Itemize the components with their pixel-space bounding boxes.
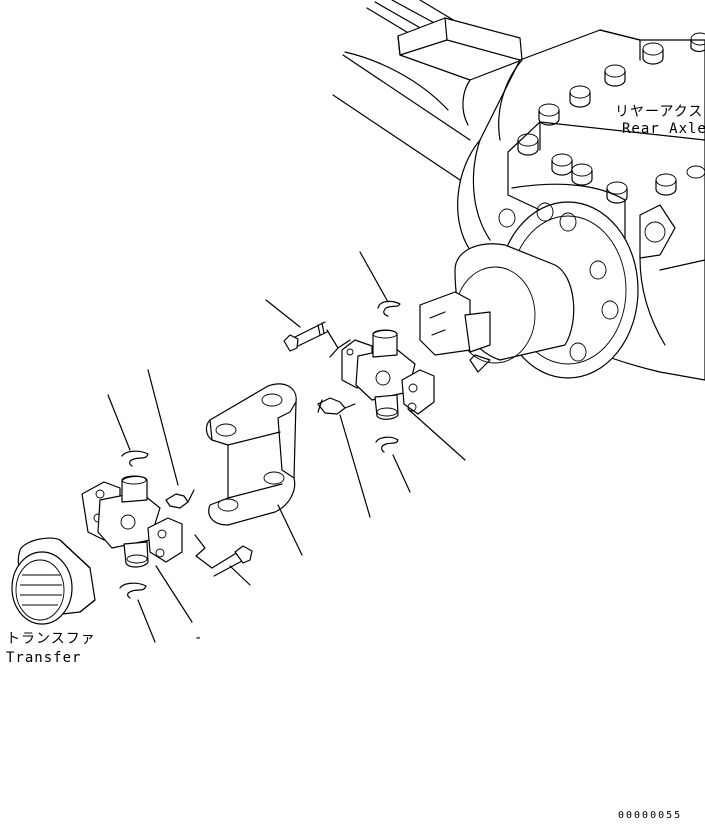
center-bearing-bracket — [205, 383, 303, 556]
rear-axle-label-en: Rear Axle — [622, 121, 705, 137]
lower-universal-joint — [81, 475, 193, 623]
upper-grease-fitting — [317, 397, 371, 518]
callout-dash: - — [194, 630, 204, 646]
lower-grease-fitting — [147, 369, 195, 509]
lower-snap-ring-bottom — [119, 582, 156, 643]
upper-yoke-bolt — [265, 299, 351, 358]
upper-universal-joint — [341, 329, 466, 461]
lower-snap-ring-top — [107, 394, 149, 467]
upper-snap-ring-top — [359, 251, 401, 317]
transfer-label-jp: トランスファ — [6, 631, 96, 647]
transfer-output-flange — [11, 537, 96, 625]
upper-snap-ring-bottom — [375, 436, 411, 493]
transfer-label-en: Transfer — [6, 650, 82, 666]
rear-axle-label-jp: リヤーアクスル — [615, 104, 705, 120]
lower-yoke-bolt — [194, 534, 253, 586]
rear-axle-housing — [332, 0, 705, 381]
figure-number: 00000055 — [618, 810, 683, 821]
